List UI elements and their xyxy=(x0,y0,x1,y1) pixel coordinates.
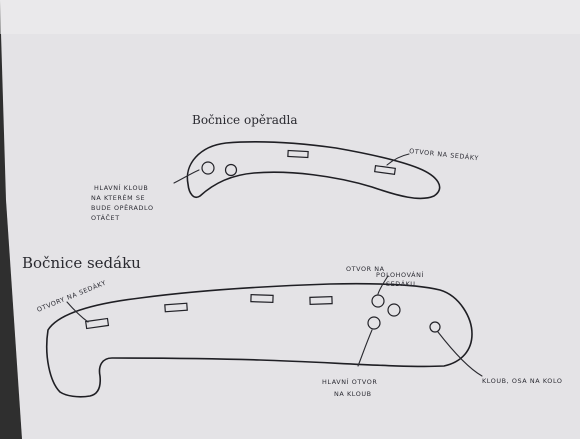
seat-reclining-label-line-3: SEDÁKU xyxy=(386,279,416,288)
seat-main-hole-label-line-1: HLAVNÍ OTVOR xyxy=(322,377,377,386)
seat-slot-1 xyxy=(85,317,110,330)
seat-slot-3 xyxy=(250,293,274,304)
backrest-joint-label-line-1: HLAVNÍ KLOUB xyxy=(94,183,148,192)
backrest-joint-label-line-2: NA KTERÉM SE xyxy=(91,193,145,202)
seat-axle-hole xyxy=(429,321,441,333)
backrest-secondary-hole xyxy=(224,163,238,177)
backrest-joint-leader xyxy=(173,169,200,184)
seat-reclining-hole-2 xyxy=(387,303,401,317)
backrest-slot-2 xyxy=(374,164,396,176)
seat-slots-leader xyxy=(66,301,89,323)
seat-axle-leader xyxy=(437,331,483,377)
backrest-joint-label-line-4: OTÁČET xyxy=(91,213,120,222)
seat-reclining-label: OTVOR NA POLOHOVÁNÍ SEDÁKU xyxy=(346,265,424,288)
backrest-main-joint-label: HLAVNÍ KLOUB NA KTERÉM SE BUDE OPĚRADLO … xyxy=(91,183,154,222)
backrest-title: Bočnice opěradla xyxy=(192,113,298,127)
seat-slot-4 xyxy=(309,295,333,306)
seat-axle-label: KLOUB, OSA NA KOLO xyxy=(482,377,563,385)
seat-main-hole-label: HLAVNÍ OTVOR NA KLOUB xyxy=(322,377,377,398)
seat-main-joint-hole xyxy=(367,316,381,330)
backrest-joint-label-line-3: BUDE OPĚRADLO xyxy=(91,203,154,212)
backrest-outline xyxy=(186,141,441,200)
seat-outline xyxy=(45,282,473,398)
backrest-slot-leader xyxy=(386,153,410,166)
backrest-main-joint-hole xyxy=(201,161,215,175)
seat-title: Bočnice sedáku xyxy=(22,254,141,272)
seat-main-hole-label-line-2: NA KLOUB xyxy=(334,390,372,398)
seat-reclining-label-line-2: POLOHOVÁNÍ xyxy=(376,270,424,279)
seat-reclining-leader xyxy=(377,275,389,295)
seat-main-hole-leader xyxy=(357,329,373,367)
seat-reclining-label-line-1: OTVOR NA xyxy=(346,265,385,273)
backrest-slot-1 xyxy=(287,149,309,159)
seat-reclining-hole xyxy=(371,294,385,308)
paper-highlight xyxy=(0,0,580,34)
seat-slot-2 xyxy=(164,302,188,313)
